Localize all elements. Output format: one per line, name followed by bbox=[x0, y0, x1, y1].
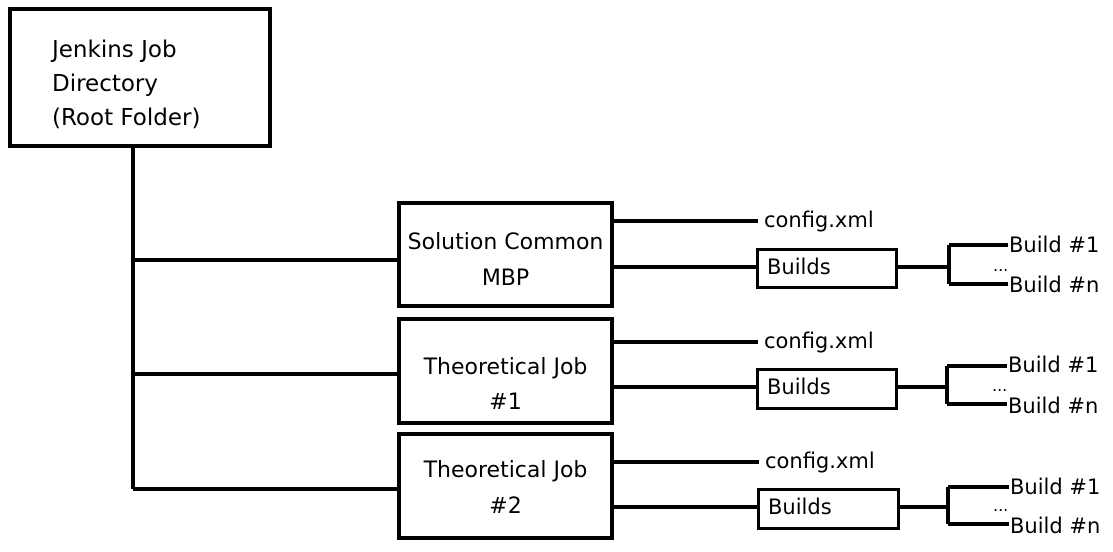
build-first-label: Build #1 bbox=[1008, 353, 1099, 377]
job-label-line: #2 bbox=[489, 494, 522, 519]
job-node-theoretical-job-1: Theoretical Job #1 bbox=[397, 317, 614, 425]
builds-folder-node: Builds bbox=[757, 488, 900, 530]
build-ellipsis: ... bbox=[993, 256, 1009, 275]
config-file-label: config.xml bbox=[765, 449, 875, 473]
root-label-line: Directory bbox=[52, 71, 159, 97]
job-node-theoretical-job-2: Theoretical Job #2 bbox=[397, 432, 614, 540]
builds-folder-label: Builds bbox=[767, 375, 831, 399]
builds-folder-label: Builds bbox=[768, 495, 832, 519]
build-last-label: Build #n bbox=[1010, 514, 1101, 538]
build-ellipsis: ... bbox=[992, 376, 1008, 395]
root-label-line: (Root Folder) bbox=[52, 105, 201, 131]
build-ellipsis: ... bbox=[993, 496, 1009, 515]
build-first-label: Build #1 bbox=[1009, 233, 1100, 257]
builds-folder-node: Builds bbox=[756, 368, 898, 410]
builds-folder-node: Builds bbox=[756, 248, 898, 289]
root-folder-node: Jenkins Job Directory (Root Folder) bbox=[8, 7, 272, 148]
build-first-label: Build #1 bbox=[1010, 475, 1101, 499]
root-folder-label: Jenkins Job Directory (Root Folder) bbox=[52, 33, 200, 135]
root-label-line: Jenkins Job bbox=[52, 37, 177, 63]
builds-folder-label: Builds bbox=[767, 255, 831, 279]
job-label-line: #1 bbox=[489, 390, 522, 415]
job-label-line: Theoretical Job bbox=[423, 458, 588, 483]
build-last-label: Build #n bbox=[1008, 394, 1099, 418]
job-label-line: Theoretical Job bbox=[423, 355, 588, 380]
job-label-line: MBP bbox=[481, 266, 530, 291]
build-last-label: Build #n bbox=[1009, 273, 1100, 297]
config-file-label: config.xml bbox=[764, 208, 874, 232]
job-node-solution-common-mbp: Solution Common MBP bbox=[397, 201, 614, 308]
config-file-label: config.xml bbox=[764, 329, 874, 353]
job-label-line: Solution Common bbox=[407, 230, 604, 255]
